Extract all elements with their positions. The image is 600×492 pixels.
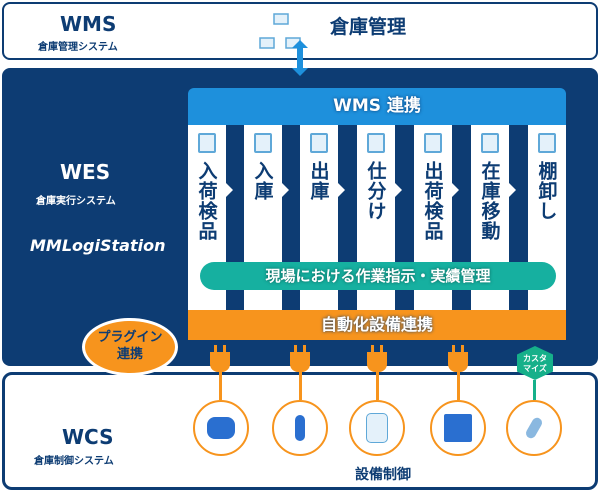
agv-icon [193, 400, 249, 456]
bubble-line: プラグイン [97, 330, 163, 345]
arrow-right-icon [338, 183, 345, 197]
clipboard-icon [198, 133, 216, 153]
plug-prong [371, 345, 374, 352]
plug-prong [452, 345, 455, 352]
plug-prong [380, 345, 383, 352]
wms-title: WMS [60, 12, 117, 36]
double-arrow-icon [292, 40, 308, 76]
robot-arm-icon [272, 400, 328, 456]
arrow-right-icon [282, 183, 289, 197]
hand-truck-icon [481, 133, 499, 153]
automation-link-bar: 自動化設備連携 [188, 310, 566, 340]
arrow-right-icon [226, 183, 233, 197]
cube-storage-icon [430, 400, 486, 456]
connector-line [457, 370, 460, 400]
wms-link-bar: WMS 連携 [188, 88, 566, 125]
plug-prong [214, 345, 217, 352]
equipment-control-label: 設備制御 [355, 467, 411, 483]
connector-line [533, 380, 536, 400]
arrow-right-icon [452, 183, 459, 197]
automated-storage-icon [349, 400, 405, 456]
clipboard-icon [424, 133, 442, 153]
arrow-right-icon [395, 183, 402, 197]
badge-line: マイズ [523, 364, 547, 373]
shelf-icon [538, 133, 556, 153]
search-box-icon [367, 133, 385, 153]
connector-line [376, 370, 379, 400]
handheld-scanner-icon [506, 400, 562, 456]
box-out-icon [310, 133, 328, 153]
field-management-bar: 現場における作業指示・実績管理 [200, 262, 556, 290]
plugin-link-bubble: プラグイン連携 [82, 318, 178, 376]
wcs-title: WCS [62, 425, 114, 449]
plug-prong [294, 345, 297, 352]
plug-icon [210, 352, 230, 372]
wms-center-label: 倉庫管理 [330, 16, 407, 38]
plug-icon [367, 352, 387, 372]
plug-prong [461, 345, 464, 352]
plug-icon [448, 352, 468, 372]
plug-prong [223, 345, 226, 352]
connector-line [219, 370, 222, 400]
plug-prong [303, 345, 306, 352]
plug-icon [290, 352, 310, 372]
wes-subtitle: 倉庫実行システム [36, 196, 116, 207]
wcs-subtitle: 倉庫制御システム [34, 456, 114, 467]
box-in-icon [254, 133, 272, 153]
product-name: MMLogiStation [30, 236, 166, 255]
wes-title: WES [60, 160, 111, 184]
bubble-line: 連携 [116, 347, 143, 362]
wms-subtitle: 倉庫管理システム [38, 42, 118, 53]
connector-line [299, 370, 302, 400]
arrow-right-icon [509, 183, 516, 197]
badge-line: カスタ [523, 354, 547, 363]
